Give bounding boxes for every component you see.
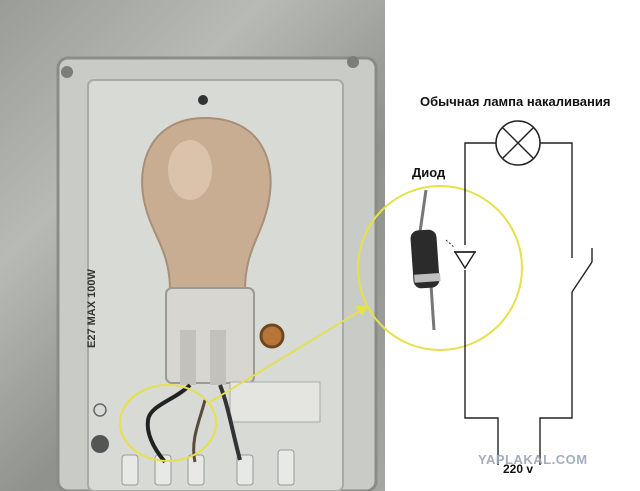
terminal-post bbox=[154, 454, 172, 486]
diode-caption: Диод bbox=[412, 165, 446, 180]
diode-symbol-icon bbox=[453, 251, 477, 270]
lamp-symbol-icon bbox=[495, 120, 541, 166]
switch-symbol-icon bbox=[571, 248, 593, 293]
connector-line bbox=[209, 305, 369, 403]
terminal-post bbox=[277, 449, 295, 486]
socket-slot bbox=[180, 330, 196, 385]
knockout-hole bbox=[259, 323, 285, 349]
socket-slot bbox=[210, 330, 226, 385]
terminal-label-plate bbox=[229, 381, 321, 423]
site-watermark: YAPLAKAL.COM bbox=[478, 452, 588, 467]
diode-component-icon bbox=[410, 189, 441, 331]
screw-icon bbox=[347, 56, 359, 68]
ground-symbol-icon bbox=[93, 403, 107, 417]
wire-black bbox=[145, 383, 192, 464]
lamp-caption: Обычная лампа накаливания bbox=[420, 94, 611, 109]
ground-screw-icon bbox=[91, 435, 109, 453]
screw-icon bbox=[198, 95, 208, 105]
fixture-illustration bbox=[56, 56, 378, 491]
terminal-post bbox=[121, 454, 139, 486]
wire-dark bbox=[218, 384, 242, 461]
screw-icon bbox=[61, 66, 73, 78]
photo-highlight-circle bbox=[119, 384, 217, 462]
connector-arrowhead bbox=[355, 306, 368, 316]
circuit-wires bbox=[464, 142, 573, 450]
bulb-highlight bbox=[168, 140, 212, 200]
pointer-arrow bbox=[445, 239, 456, 249]
fixture-photo: E27 MAX 100W bbox=[0, 0, 385, 491]
terminal-post bbox=[236, 454, 254, 486]
voltage-caption: 220 v bbox=[503, 462, 534, 476]
diode-zoom-circle bbox=[357, 185, 523, 351]
